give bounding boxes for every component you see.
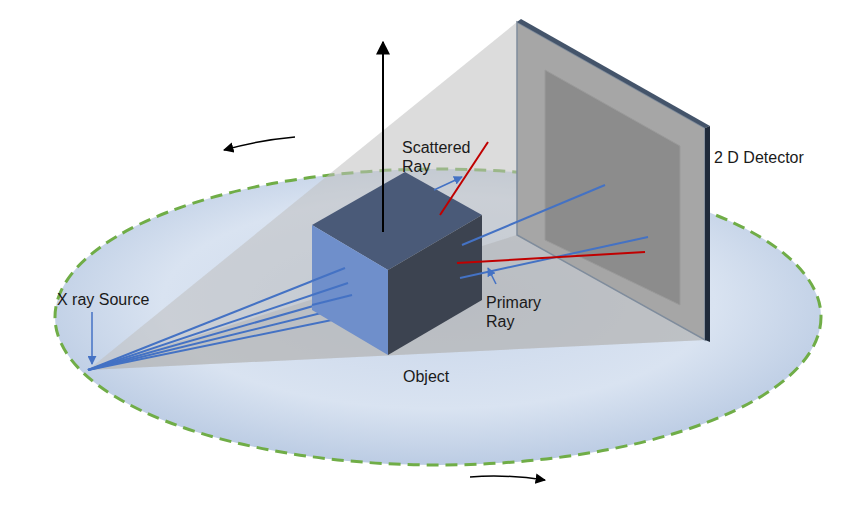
detector-label: 2 D Detector — [714, 148, 834, 167]
primary-ray-label: Primary Ray — [486, 293, 552, 331]
leader-line — [488, 268, 496, 284]
rotation-arrow — [470, 476, 545, 480]
detector-side-edge — [705, 126, 710, 342]
detector-top-edge — [517, 19, 710, 128]
object-side — [388, 215, 482, 355]
detector-active-area — [545, 70, 680, 305]
scattered-ray — [457, 252, 645, 263]
object-front — [312, 225, 388, 355]
rotation-axis — [382, 42, 384, 232]
primary-ray — [462, 185, 605, 245]
object-label: Object — [403, 367, 483, 386]
detector-panel — [517, 22, 705, 340]
leader-line — [434, 177, 462, 190]
rotation-arrow — [224, 137, 295, 150]
source-rays-front — [312, 268, 352, 305]
source-label: X ray Source — [57, 290, 187, 309]
scattered-ray-label: Scattered Ray — [402, 138, 484, 176]
leader-line — [91, 312, 93, 364]
